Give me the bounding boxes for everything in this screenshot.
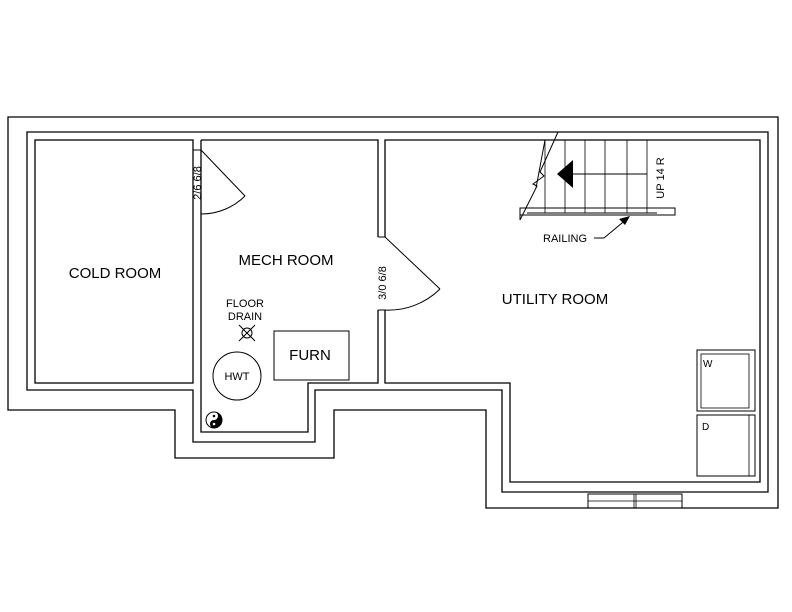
cold-room-label: COLD ROOM xyxy=(69,265,162,282)
mech-door-size: 2/6 6/8 xyxy=(192,166,204,200)
utility-room-label: UTILITY ROOM xyxy=(502,291,608,308)
washer: W xyxy=(696,349,756,412)
floor-drain-icon xyxy=(241,327,253,339)
washer-label: W xyxy=(703,359,713,370)
mech-room-label: MECH ROOM xyxy=(239,252,334,269)
railing-label: RAILING xyxy=(543,233,587,245)
dryer-label: D xyxy=(702,422,709,433)
sump-pump-icon xyxy=(205,411,223,429)
furnace: FURN xyxy=(273,330,350,381)
hot-water-tank: HWT xyxy=(212,351,262,401)
utility-door-size: 3/0 6/8 xyxy=(377,266,389,300)
floor-drain-label-1: FLOOR xyxy=(226,298,264,310)
exterior-wall-inner xyxy=(26,131,769,493)
hot-water-tank-label: HWT xyxy=(224,371,249,383)
window xyxy=(587,493,683,509)
exterior-wall-outer xyxy=(7,116,779,509)
stairs: UP 14 R xyxy=(519,131,667,221)
utility-door: 3/0 6/8 xyxy=(377,236,441,311)
floor-drain: FLOOR DRAIN xyxy=(226,298,264,342)
stairs-arrow-icon xyxy=(557,160,573,188)
cold-room-outline xyxy=(34,139,194,384)
railing-leader-arrow xyxy=(619,216,630,225)
utility-room-outline xyxy=(384,139,761,483)
stairs-direction: UP 14 R xyxy=(655,157,667,198)
mech-door: 2/6 6/8 xyxy=(192,149,246,215)
floor-drain-label-2: DRAIN xyxy=(228,311,262,323)
mech-room-outline xyxy=(200,139,379,433)
railing: RAILING xyxy=(519,207,676,245)
furnace-label: FURN xyxy=(289,347,331,364)
dryer: D xyxy=(696,414,756,477)
